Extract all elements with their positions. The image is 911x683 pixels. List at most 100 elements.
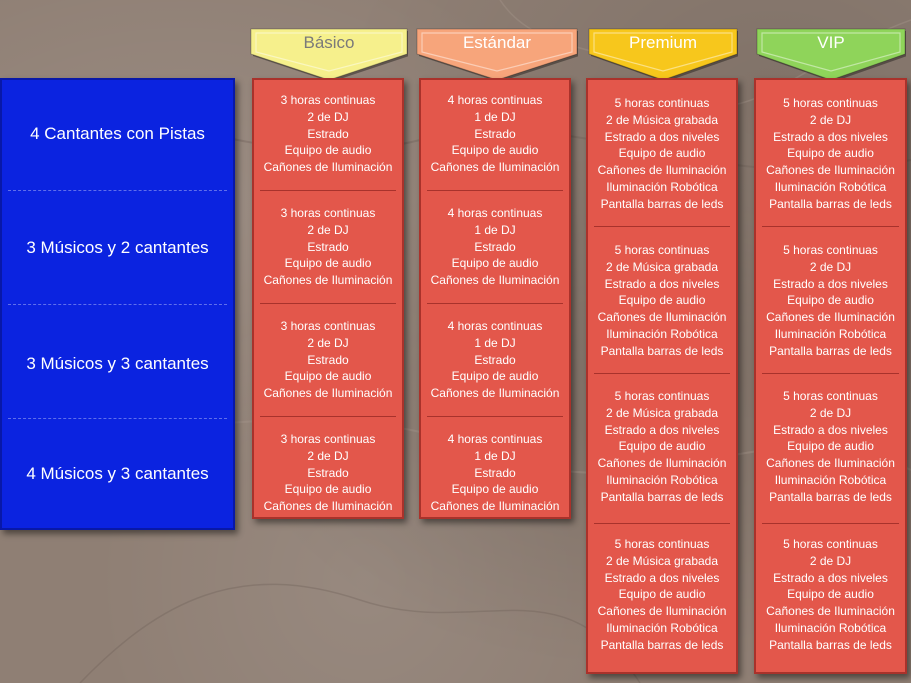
feature-line: Iluminación Robótica	[606, 326, 718, 341]
feature-line: Iluminación Robótica	[774, 620, 887, 635]
feature-line: Estrado a dos niveles	[773, 276, 888, 291]
feature-line: 5 horas continuas	[783, 537, 878, 551]
feature-line: Cañones de Iluminación	[597, 163, 727, 178]
cell-divider	[260, 416, 396, 417]
feature-line: Pantalla barras de leds	[600, 637, 724, 652]
feature-line: 2 de DJ	[307, 335, 349, 350]
feature-line: 1 de DJ	[474, 335, 516, 350]
feature-line: Estrado a dos niveles	[773, 129, 888, 144]
plan-header-4: VIP	[756, 27, 906, 81]
feature-line: Equipo de audio	[787, 587, 874, 602]
feature-line: Cañones de Iluminación	[430, 499, 560, 514]
feature-line: Equipo de audio	[787, 293, 874, 308]
cell-divider	[594, 373, 730, 374]
feature-line: Equipo de audio	[618, 439, 706, 454]
feature-line: Estrado a dos niveles	[604, 276, 720, 291]
feature-line: Iluminación Robótica	[774, 179, 887, 194]
cell-divider	[260, 303, 396, 304]
feature-line: 4 horas continuas	[447, 206, 543, 220]
feature-line: 2 de DJ	[809, 259, 852, 274]
feature-line: Equipo de audio	[451, 369, 539, 384]
feature-line: Equipo de audio	[618, 587, 706, 602]
feature-line: Equipo de audio	[284, 482, 372, 497]
feature-line: Pantalla barras de leds	[600, 489, 724, 504]
package-rows-panel: 4 Cantantes con Pistas 3 Músicos y 2 cant…	[0, 78, 235, 530]
feature-line: Estrado	[307, 239, 349, 254]
feature-line: 5 horas continuas	[614, 537, 710, 551]
feature-line: Cañones de Iluminación	[597, 604, 727, 619]
feature-line: Equipo de audio	[787, 439, 874, 454]
plan-header-arrow	[756, 28, 906, 81]
feature-line: 1 de DJ	[474, 222, 516, 237]
feature-line: Cañones de Iluminación	[430, 160, 560, 175]
cell-divider	[427, 190, 563, 191]
cell-divider	[762, 523, 899, 524]
plan-cell: 5 horas continuas 2 de DJ Estrado a dos ni…	[756, 536, 905, 654]
plan-header-3: Premium	[588, 27, 738, 81]
feature-line: 1 de DJ	[474, 448, 516, 463]
feature-line: Pantalla barras de leds	[769, 637, 892, 652]
feature-line: Equipo de audio	[618, 293, 706, 308]
feature-line: 2 de Música grabada	[605, 405, 719, 420]
feature-line: 2 de DJ	[809, 553, 852, 568]
feature-line: Estrado	[307, 465, 349, 480]
feature-line: Cañones de Iluminación	[263, 386, 393, 401]
feature-line: 2 de Música grabada	[605, 259, 719, 274]
feature-line: 3 horas continuas	[280, 432, 376, 446]
feature-line: 2 de DJ	[809, 405, 852, 420]
feature-line: 5 horas continuas	[783, 243, 878, 257]
feature-line: 2 de Música grabada	[605, 553, 719, 568]
plan-name: Premium	[628, 33, 697, 52]
plan-header-1: Básico	[250, 27, 408, 81]
feature-line: 2 de DJ	[307, 109, 349, 124]
feature-line: 1 de DJ	[474, 109, 516, 124]
plan-cell: 5 horas continuas 2 de DJ Estrado a dos ni…	[756, 242, 905, 360]
feature-line: 4 horas continuas	[447, 93, 543, 107]
feature-line: Cañones de Iluminación	[766, 456, 895, 471]
feature-line: 4 horas continuas	[447, 432, 543, 446]
feature-line: Estrado	[474, 126, 516, 141]
feature-line: Iluminación Robótica	[606, 620, 718, 635]
feature-line: Iluminación Robótica	[774, 472, 887, 487]
feature-line: 2 de DJ	[307, 222, 349, 237]
feature-line: Estrado	[307, 352, 349, 367]
feature-line: Pantalla barras de leds	[769, 489, 892, 504]
feature-line: 5 horas continuas	[783, 389, 878, 403]
plan-header-2: Estándar	[416, 27, 578, 81]
feature-line: Estrado a dos niveles	[773, 570, 888, 585]
plan-header-arrow	[416, 28, 578, 81]
cell-divider	[427, 416, 563, 417]
feature-line: Pantalla barras de leds	[769, 343, 892, 358]
cell-divider	[762, 373, 899, 374]
cell-divider	[427, 303, 563, 304]
row-label: 3 Músicos y 2 cantantes	[26, 238, 209, 257]
feature-line: Cañones de Iluminación	[597, 456, 727, 471]
plan-name: VIP	[817, 33, 845, 52]
feature-line: 2 de Música grabada	[605, 112, 719, 127]
feature-line: Iluminación Robótica	[774, 326, 887, 341]
feature-line: 5 horas continuas	[614, 389, 710, 403]
plan-column-4: 5 horas continuas 2 de DJ Estrado a dos ni…	[754, 78, 907, 674]
feature-line: 3 horas continuas	[280, 319, 376, 333]
row-label: 4 Cantantes con Pistas	[30, 124, 205, 143]
cell-divider	[594, 523, 730, 524]
row-divider	[8, 304, 227, 305]
feature-line: Cañones de Iluminación	[766, 163, 895, 178]
plan-header-arrow	[250, 28, 408, 81]
feature-line: 4 horas continuas	[447, 319, 543, 333]
row-divider	[8, 190, 227, 191]
feature-line: Estrado	[474, 352, 516, 367]
